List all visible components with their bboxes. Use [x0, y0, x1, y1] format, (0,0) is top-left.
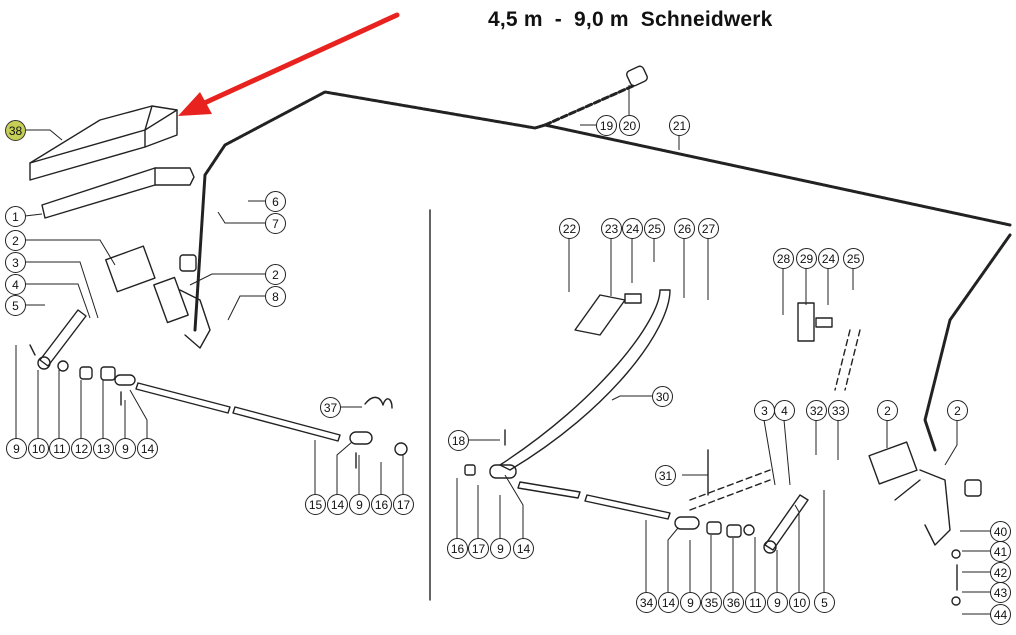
shaft-right-1	[517, 481, 581, 499]
part-14-right-b	[674, 516, 700, 530]
callout-27[interactable]: 27	[698, 218, 719, 239]
callout-42[interactable]: 42	[990, 562, 1011, 583]
callout-9[interactable]: 9	[349, 494, 370, 515]
callout-13[interactable]: 13	[93, 438, 114, 459]
callout-9[interactable]: 9	[6, 438, 27, 459]
callout-14[interactable]: 14	[327, 494, 348, 515]
callout-37[interactable]: 37	[320, 397, 341, 418]
plate-24	[624, 293, 642, 304]
actuator-box-left	[105, 245, 156, 293]
callout-41[interactable]: 41	[990, 541, 1011, 562]
callout-7[interactable]: 7	[265, 213, 286, 234]
callout-4[interactable]: 4	[5, 274, 26, 295]
callout-9[interactable]: 9	[490, 538, 511, 559]
connector-right	[964, 479, 982, 497]
part-1-bar	[41, 167, 195, 219]
callout-14[interactable]: 14	[137, 438, 158, 459]
shaft-left-2	[232, 406, 341, 442]
callout-25[interactable]: 25	[843, 248, 864, 269]
callout-31[interactable]: 31	[655, 465, 676, 486]
callout-33[interactable]: 33	[828, 400, 849, 421]
callout-10[interactable]: 10	[789, 592, 810, 613]
connector-left	[179, 254, 197, 272]
callout-2[interactable]: 2	[265, 264, 286, 285]
part-38-bracket	[29, 105, 178, 181]
callout-21[interactable]: 21	[669, 115, 690, 136]
callout-35[interactable]: 35	[701, 592, 722, 613]
actuator-box-right	[868, 441, 918, 485]
callout-18[interactable]: 18	[448, 430, 469, 451]
plate-24b	[815, 317, 833, 328]
callout-43[interactable]: 43	[990, 582, 1011, 603]
callout-5[interactable]: 5	[5, 295, 26, 316]
callout-17[interactable]: 17	[468, 538, 489, 559]
bracket-23	[574, 294, 626, 336]
callout-40[interactable]: 40	[990, 521, 1011, 542]
callout-23[interactable]: 23	[601, 218, 622, 239]
callout-16[interactable]: 16	[371, 494, 392, 515]
shaft-right-2	[584, 494, 671, 520]
bracket-29	[797, 302, 815, 342]
callout-2[interactable]: 2	[877, 400, 898, 421]
part-14-left	[114, 374, 136, 386]
callout-34[interactable]: 34	[636, 592, 657, 613]
callout-32[interactable]: 32	[806, 400, 827, 421]
callout-17[interactable]: 17	[393, 494, 414, 515]
callout-26[interactable]: 26	[674, 218, 695, 239]
cable-right	[923, 233, 1012, 452]
callout-3[interactable]: 3	[754, 400, 775, 421]
callout-14[interactable]: 14	[658, 592, 679, 613]
callout-9[interactable]: 9	[680, 592, 701, 613]
callout-19[interactable]: 19	[596, 115, 617, 136]
callout-22[interactable]: 22	[559, 218, 580, 239]
callout-9[interactable]: 9	[767, 592, 788, 613]
callout-11[interactable]: 11	[49, 438, 70, 459]
shaft-left-1	[135, 382, 231, 414]
callout-36[interactable]: 36	[723, 592, 744, 613]
callout-28[interactable]: 28	[773, 248, 794, 269]
callout-24[interactable]: 24	[622, 218, 643, 239]
connector-plug	[626, 65, 648, 87]
callout-6[interactable]: 6	[265, 191, 286, 212]
part-14-right-a	[489, 464, 517, 479]
callout-2[interactable]: 2	[947, 400, 968, 421]
callout-44[interactable]: 44	[990, 604, 1011, 625]
callout-1[interactable]: 1	[5, 206, 26, 227]
callout-12[interactable]: 12	[71, 438, 92, 459]
callout-30[interactable]: 30	[652, 386, 673, 407]
callout-24[interactable]: 24	[818, 248, 839, 269]
callout-4[interactable]: 4	[774, 400, 795, 421]
callout-38-highlighted[interactable]: 38	[5, 120, 26, 141]
callout-5[interactable]: 5	[814, 592, 835, 613]
callout-16[interactable]: 16	[447, 538, 468, 559]
cable-branch	[543, 83, 637, 127]
callout-9[interactable]: 9	[115, 438, 136, 459]
lever-10-right	[764, 494, 809, 551]
lever-10-left	[39, 309, 87, 367]
arc-bar-30	[499, 289, 671, 471]
diagram-title: 4,5 m - 9,0 m Schneidwerk	[488, 8, 773, 31]
bracket-left	[153, 276, 189, 324]
callout-8[interactable]: 8	[265, 286, 286, 307]
callout-11[interactable]: 11	[745, 592, 766, 613]
callout-20[interactable]: 20	[619, 115, 640, 136]
callout-29[interactable]: 29	[796, 248, 817, 269]
callout-14[interactable]: 14	[513, 538, 534, 559]
spring-37	[364, 396, 393, 409]
callout-10[interactable]: 10	[28, 438, 49, 459]
red-arrow-indicator	[178, 12, 400, 116]
bracket-right	[919, 469, 951, 546]
callout-3[interactable]: 3	[5, 252, 26, 273]
part-14-shaft-end	[349, 431, 373, 445]
callout-25[interactable]: 25	[644, 218, 665, 239]
callout-15[interactable]: 15	[305, 494, 326, 515]
callout-2[interactable]: 2	[5, 230, 26, 251]
